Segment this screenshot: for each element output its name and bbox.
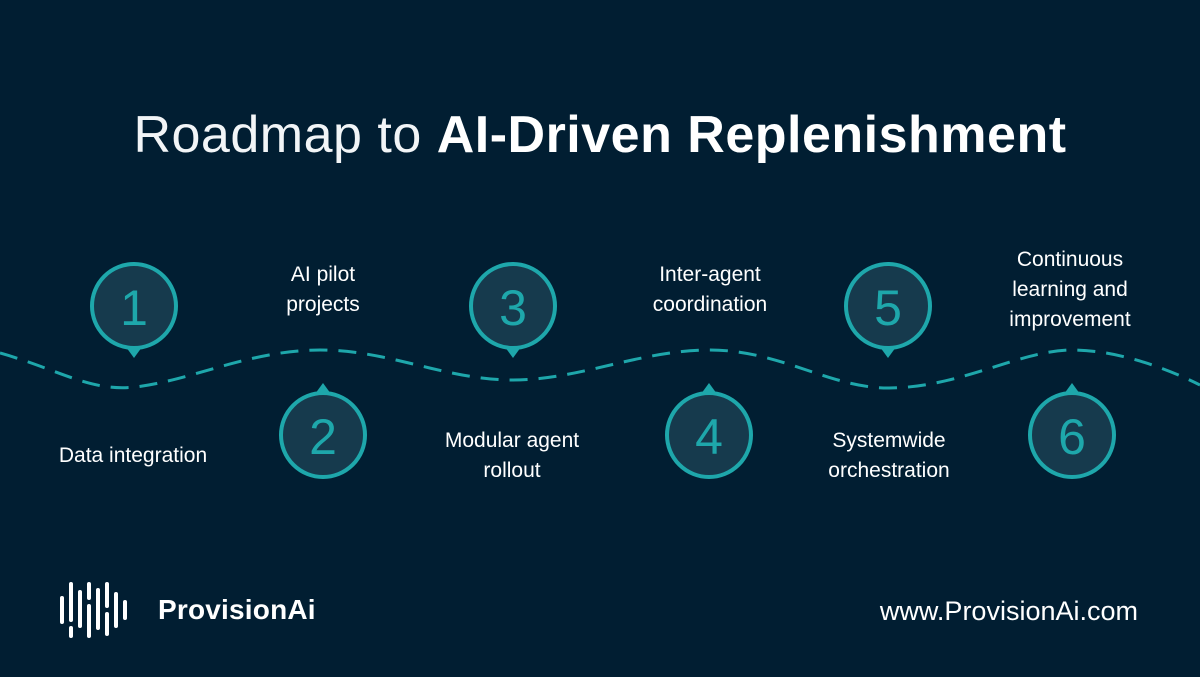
step-label-5-line-2: orchestration [828, 459, 950, 482]
step-number-5: 5 [874, 280, 902, 336]
dashed-roadmap-path [0, 348, 1200, 390]
step-marker-3: 3 [469, 262, 557, 358]
step-label-6-line-2: learning and [1012, 278, 1128, 301]
step-number-6: 6 [1058, 409, 1086, 465]
step-label-2-line-2: projects [286, 293, 360, 316]
step-label-3-line-1: Modular agent [444, 429, 580, 452]
step-label-1-line-1: Data integration [58, 444, 208, 467]
page-title: Roadmap to AI-Driven Replenishment [0, 103, 1200, 167]
step-label-1: Data integration [23, 441, 243, 471]
step-marker-1: 1 [90, 262, 178, 358]
step-marker-6: 6 [1028, 383, 1116, 479]
step-marker-5: 5 [844, 262, 932, 358]
brand-name: ProvisionAi [158, 594, 316, 625]
brand-logo: ProvisionAi [60, 582, 316, 638]
step-label-6-line-1: Continuous [1016, 248, 1124, 271]
step-label-5-line-1: Systemwide [832, 429, 946, 452]
step-label-4-line-1: Inter-agent [659, 263, 761, 286]
step-label-6: Continuous learning and improvement [960, 245, 1180, 335]
step-label-6-line-3: improvement [1009, 308, 1131, 331]
step-label-2-line-1: AI pilot [290, 263, 356, 286]
step-label-4-line-2: coordination [652, 293, 768, 316]
step-label-3-line-2: rollout [483, 459, 541, 482]
website-link[interactable]: www.ProvisionAi.com [879, 596, 1138, 626]
provisionai-bars-logo-icon [60, 582, 127, 638]
step-marker-4: 4 [665, 383, 753, 479]
title-bold-part: AI-Driven Replenishment [436, 106, 1067, 164]
step-number-3: 3 [499, 280, 527, 336]
step-number-2: 2 [309, 409, 337, 465]
title-light-part: Roadmap to [133, 106, 422, 164]
step-marker-2: 2 [279, 383, 367, 479]
step-label-5: Systemwide orchestration [779, 426, 999, 486]
step-label-4: Inter-agent coordination [600, 260, 820, 320]
step-label-3: Modular agent rollout [402, 426, 622, 486]
step-number-1: 1 [120, 280, 148, 336]
step-number-4: 4 [695, 409, 723, 465]
step-label-2: AI pilot projects [213, 260, 433, 320]
